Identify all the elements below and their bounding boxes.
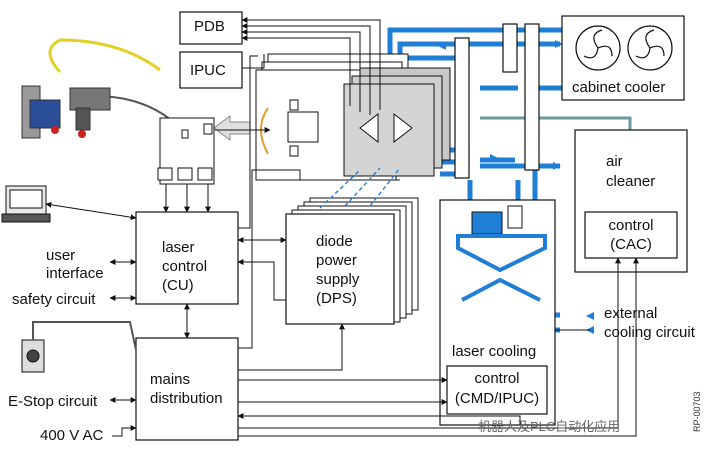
cooling-control-label-1: control	[474, 370, 520, 387]
cabinet-cooler-box	[561, 15, 685, 101]
cooling-control-box	[446, 365, 548, 415]
air-cleaner-label-2: cleaner	[606, 173, 656, 190]
laser-control-label-3: (CU)	[162, 277, 194, 294]
fan-icon	[575, 25, 673, 71]
processing-head-icon	[21, 38, 181, 139]
safety-circuit-label: safety circuit	[12, 291, 96, 308]
manifold-left	[454, 37, 470, 179]
pdb-label: PDB	[194, 18, 225, 35]
power-in-label: 400 V AC	[40, 427, 104, 444]
dps-label-1: diode	[316, 233, 353, 250]
dps-stack	[285, 197, 419, 325]
laser-control-label-1: laser	[162, 239, 195, 256]
user-interface-label-2: interface	[46, 265, 104, 282]
laser-control-label-2: control	[162, 258, 208, 275]
cooling-control-label-2: (CMD/IPUC)	[454, 390, 540, 407]
resonator-core	[260, 99, 413, 157]
dps-feed-lines	[319, 167, 401, 209]
cabinet-cooler-label: cabinet cooler	[572, 79, 666, 96]
resonator-stack	[255, 53, 451, 181]
air-cleaner-label-1: air	[606, 153, 623, 170]
pdb-box	[179, 11, 243, 45]
ipuc-label: IPUC	[190, 62, 226, 79]
watermark-text: 机器人及PLC自动化应用	[478, 419, 621, 434]
cac-control-label-2: (CAC)	[610, 236, 652, 253]
doc-code: RP-00703	[692, 391, 702, 432]
coolant-tank-icon	[456, 205, 547, 302]
dps-label-2: power	[316, 252, 357, 269]
computer-icon	[1, 185, 51, 223]
fiber-junction	[157, 117, 215, 185]
external-cooling-label-1: external	[604, 305, 658, 322]
user-interface-label-1: user	[46, 247, 76, 264]
manifold-right	[524, 23, 540, 171]
external-cooling-label-2: cooling circuit	[604, 324, 695, 341]
mains-label-1: mains	[150, 371, 191, 388]
laser-cooling-label: laser cooling	[452, 343, 537, 360]
estop-icon	[21, 321, 137, 373]
laser-control-box	[135, 211, 239, 305]
mains-label-2: distribution	[150, 390, 223, 407]
control-wiring	[45, 17, 639, 437]
dps-label-4: (DPS)	[316, 290, 357, 307]
mains-box	[135, 337, 239, 441]
manifold-mid	[502, 23, 518, 73]
cac-control-label-1: control	[608, 217, 654, 234]
cac-control-box	[584, 211, 678, 259]
beam-arrow	[213, 115, 251, 141]
estop-circuit-label: E-Stop circuit	[8, 393, 98, 410]
dps-label-3: supply	[316, 271, 360, 288]
ipuc-box	[179, 51, 243, 89]
